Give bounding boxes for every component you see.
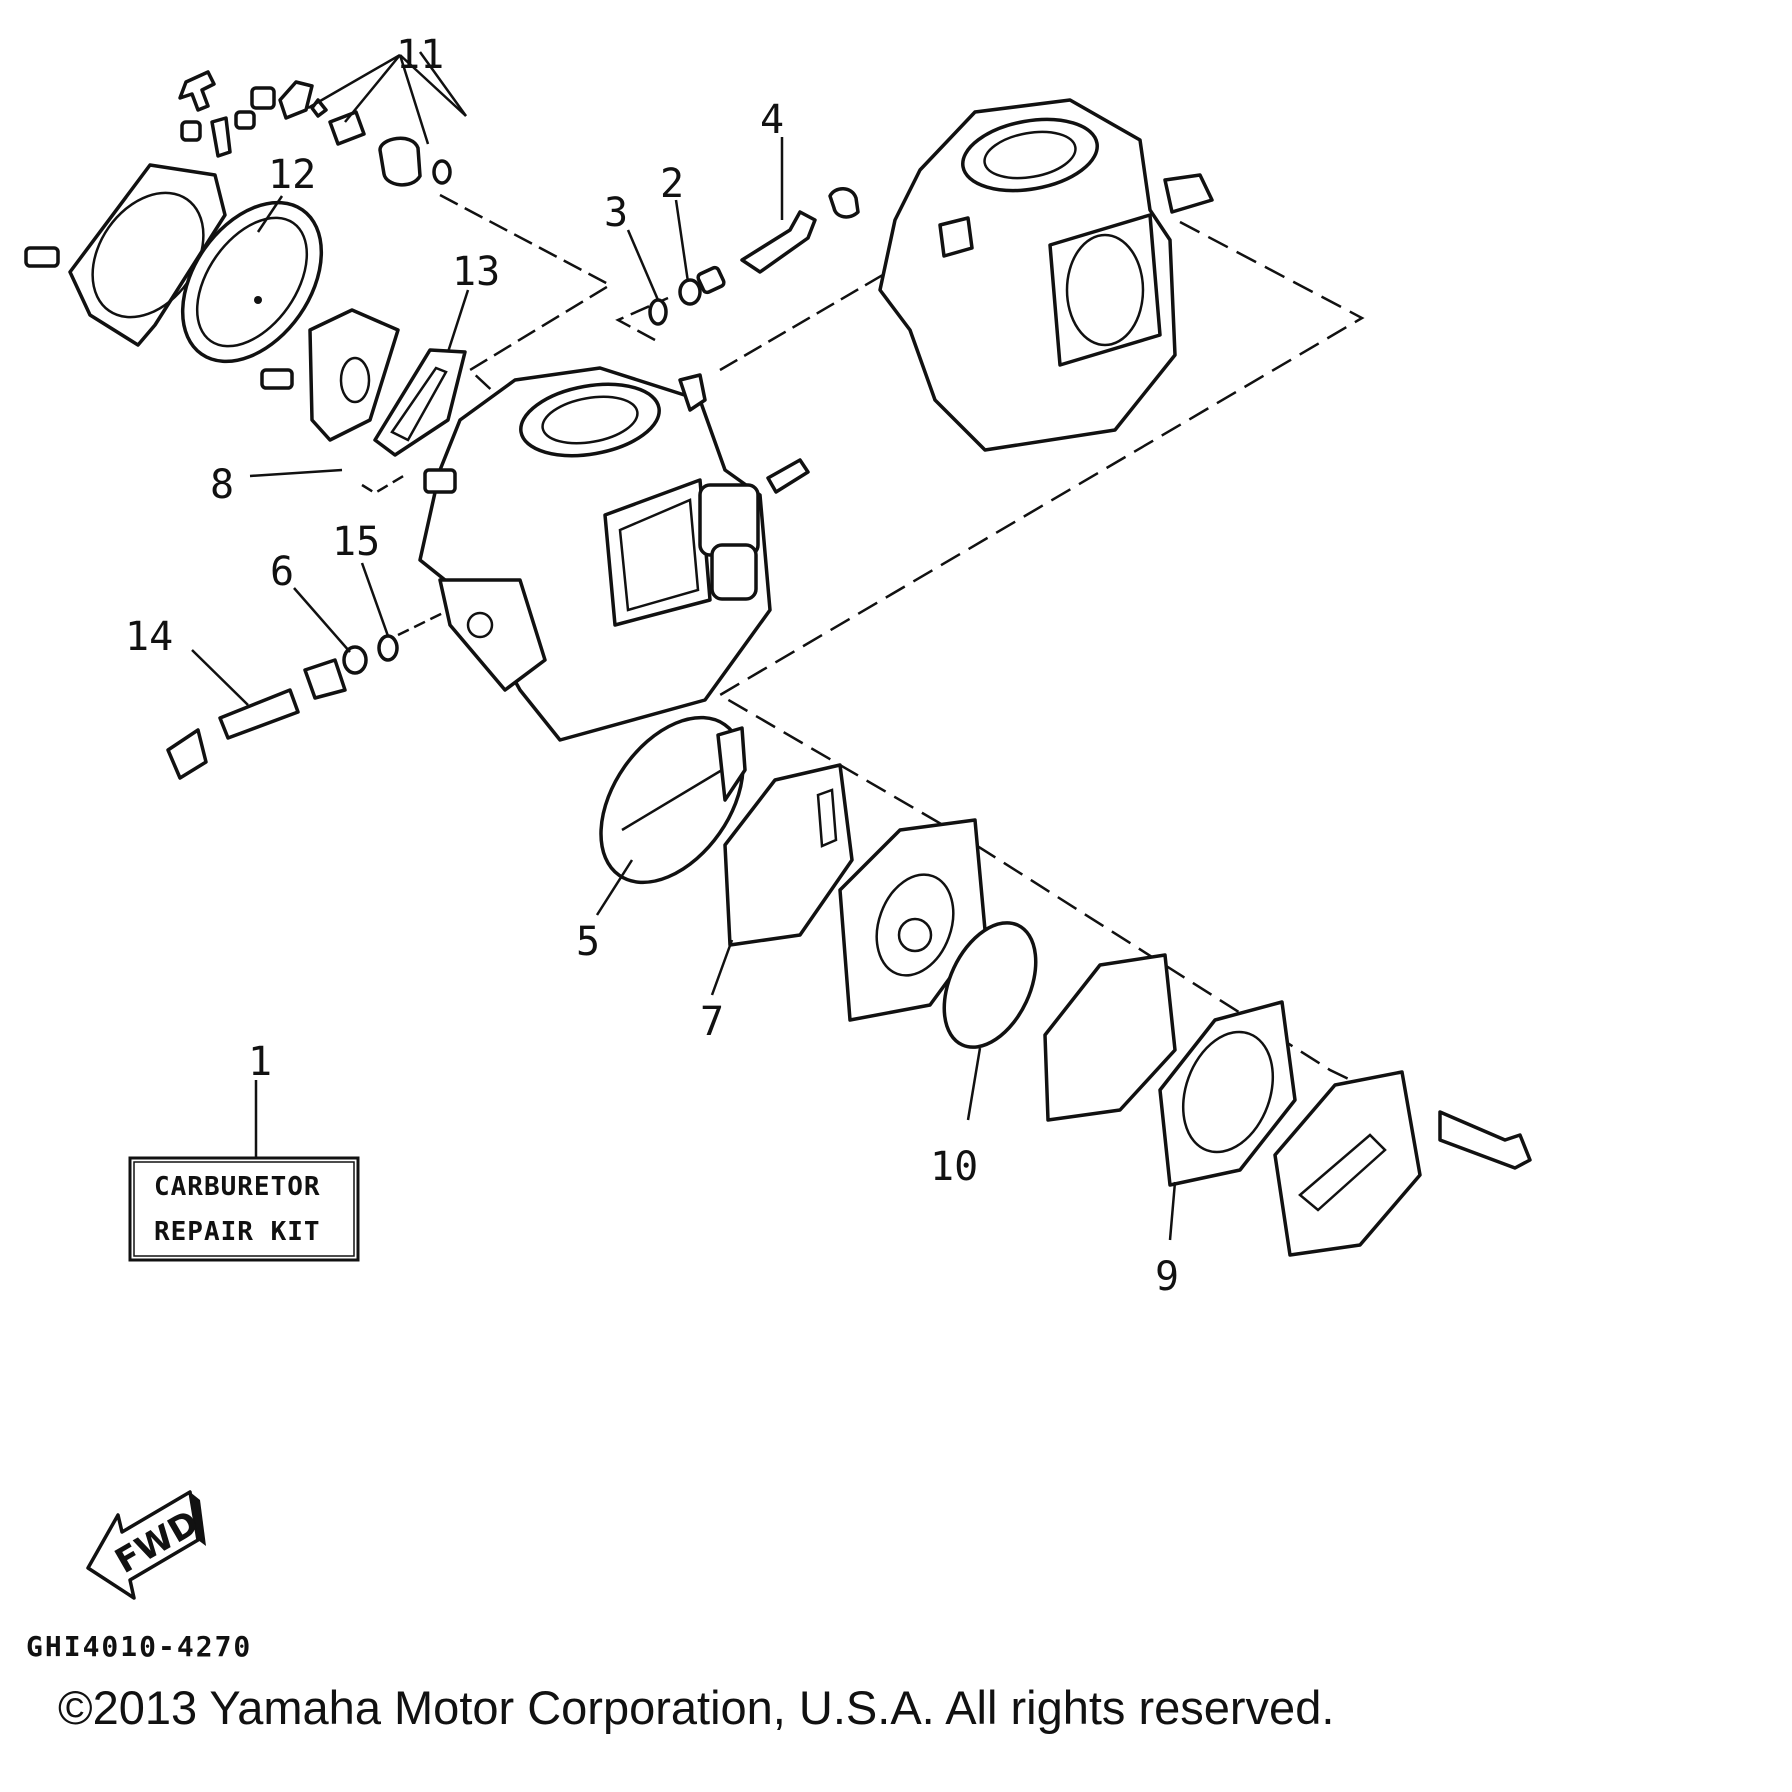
callout-11: 11 — [396, 32, 444, 78]
callout-1: 1 — [248, 1039, 272, 1085]
callout-4: 4 — [760, 97, 784, 143]
needle-valve-parts — [648, 187, 860, 326]
callout-8: 8 — [210, 462, 234, 508]
kit-label-line1: CARBURETOR — [154, 1172, 321, 1202]
callout-9: 9 — [1155, 1254, 1179, 1300]
callout-leaders — [191, 51, 1177, 1241]
choke-screw-parts — [178, 70, 314, 158]
diaphragm-12 — [180, 200, 324, 364]
repair-kit-box: CARBURETOR REPAIR KIT — [128, 1156, 360, 1262]
gasket-13 — [373, 348, 467, 457]
pilot-screw-set — [310, 98, 452, 187]
copyright-notice: ©2013 Yamaha Motor Corporation, U.S.A. A… — [58, 1681, 1334, 1734]
pump-body — [308, 308, 400, 442]
forward-arrow-icon: FWD — [86, 1490, 206, 1600]
callout-5: 5 — [576, 919, 600, 965]
callout-10: 10 — [930, 1144, 978, 1190]
diaphragm-cover — [24, 163, 294, 390]
fuel-pump-stack — [599, 715, 1532, 1257]
callout-6: 6 — [270, 549, 294, 595]
diagram-code: GHI4010-4270 — [26, 1630, 252, 1663]
callout-3: 3 — [604, 190, 628, 236]
carburetor-body-rear — [878, 98, 1214, 452]
callout-13: 13 — [452, 249, 500, 295]
carburetor-body-front — [418, 366, 810, 742]
callout-7: 7 — [700, 999, 724, 1045]
kit-label-line2: REPAIR KIT — [154, 1217, 321, 1247]
callout-12: 12 — [268, 152, 316, 198]
callout-14: 14 — [125, 614, 173, 660]
callout-2: 2 — [660, 161, 684, 207]
pilot-jet-parts — [166, 634, 399, 780]
callout-numbers: 1 2 3 4 5 6 7 8 9 10 11 12 13 14 15 — [125, 32, 1179, 1300]
callout-15: 15 — [332, 519, 380, 565]
